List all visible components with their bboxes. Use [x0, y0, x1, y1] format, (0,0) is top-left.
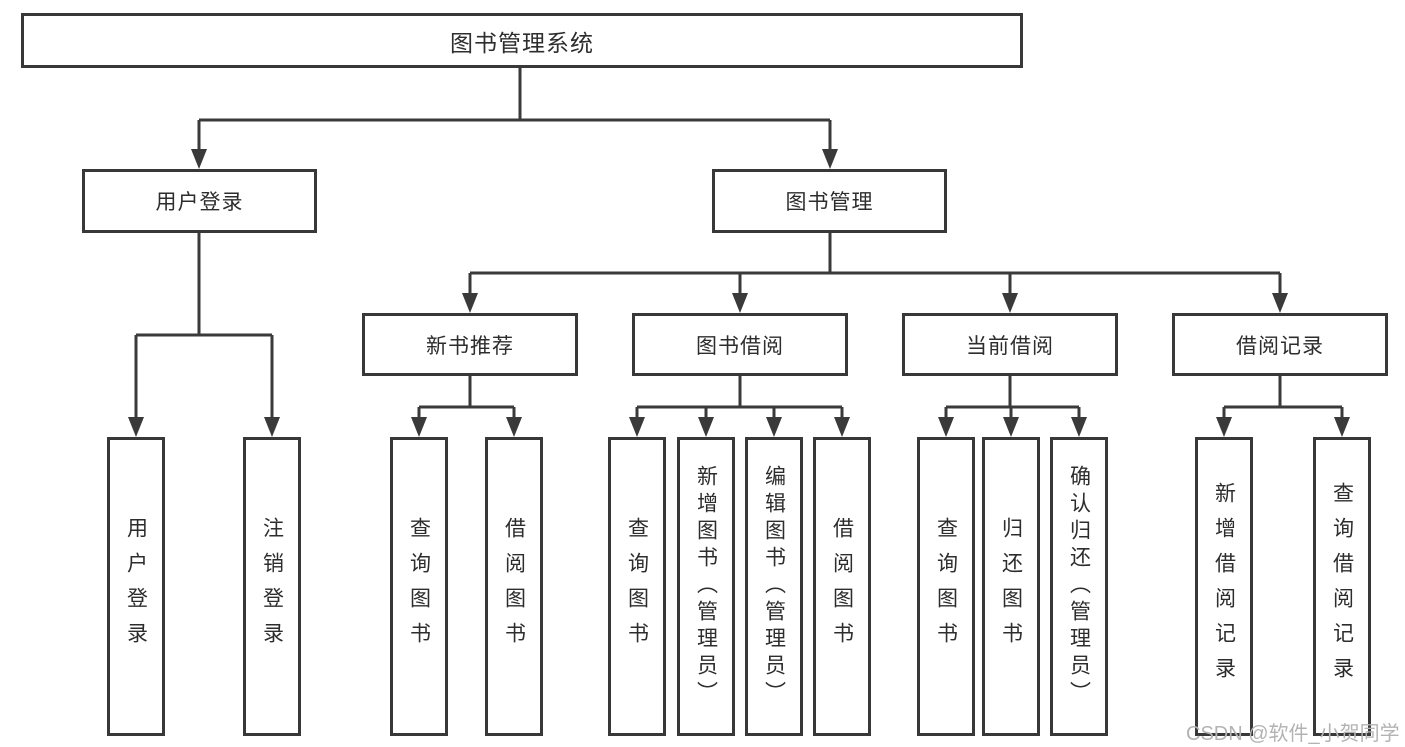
arrowhead [264, 417, 280, 437]
csdn-watermark: CSDN @软件_小贺同学 [1186, 723, 1400, 745]
connector-user-login-children [134, 233, 274, 418]
leaf-add-book-admin: 新增图书（管理员） [677, 437, 735, 736]
arrowhead [698, 417, 714, 437]
node-book-management: 图书管理 [712, 169, 947, 233]
node-label: 图书管理系统 [450, 29, 594, 56]
node-label: 借阅记录 [1236, 334, 1324, 358]
leaf-borrow-book-1: 借阅图书 [485, 437, 543, 736]
leaf-borrow-book-2: 借阅图书 [813, 437, 871, 736]
arrowhead [128, 417, 144, 437]
leaf-user-login: 用户登录 [107, 437, 165, 736]
arrowhead [938, 417, 954, 437]
arrowhead [834, 417, 850, 437]
arrowhead [506, 417, 522, 437]
connector-current-borrow-children [944, 375, 1081, 418]
arrowhead [766, 417, 782, 437]
node-new-book-recommend: 新书推荐 [362, 313, 578, 376]
leaf-label: 新增图书（管理员） [694, 465, 718, 708]
node-user-login: 用户登录 [82, 169, 317, 233]
arrowhead [1002, 293, 1018, 313]
node-label: 用户登录 [155, 191, 244, 214]
leaf-label: 借阅图书 [502, 516, 526, 657]
connector-borrow-records-children [1222, 375, 1344, 418]
node-label: 图书管理 [785, 191, 874, 214]
leaf-label: 新增借阅记录 [1212, 481, 1236, 692]
arrowhead [822, 149, 838, 169]
node-borrowing-records: 借阅记录 [1172, 313, 1388, 376]
connector-book-borrow-children [635, 375, 844, 418]
leaf-query-book-3: 查询图书 [917, 437, 975, 736]
leaf-label: 编辑图书（管理员） [762, 465, 786, 708]
arrowhead [732, 293, 748, 313]
leaf-label: 确认归还（管理员） [1067, 465, 1091, 708]
leaf-label: 用户登录 [124, 516, 148, 657]
connector-root-to-level2 [197, 68, 832, 150]
connector-new-book-children [417, 375, 516, 418]
node-current-borrowing: 当前借阅 [902, 313, 1118, 376]
leaf-query-book-2: 查询图书 [608, 437, 666, 736]
arrowhead [1003, 417, 1019, 437]
node-label: 当前借阅 [966, 334, 1054, 358]
arrowhead [462, 293, 478, 313]
node-library-system: 图书管理系统 [21, 13, 1023, 68]
leaf-label: 查询图书 [625, 516, 649, 657]
leaf-logout: 注销登录 [243, 437, 301, 736]
leaf-edit-book-admin: 编辑图书（管理员） [745, 437, 803, 736]
arrowhead [1071, 417, 1087, 437]
leaf-confirm-return-admin: 确认归还（管理员） [1050, 437, 1108, 736]
leaf-query-book-1: 查询图书 [390, 437, 448, 736]
node-label: 新书推荐 [426, 334, 514, 358]
leaf-add-borrow-record: 新增借阅记录 [1195, 437, 1253, 736]
arrowhead [1216, 417, 1232, 437]
leaf-label: 查询图书 [934, 516, 958, 657]
leaf-query-borrow-record: 查询借阅记录 [1313, 437, 1371, 736]
leaf-label: 借阅图书 [830, 516, 854, 657]
arrowhead [411, 417, 427, 437]
node-book-borrowing: 图书借阅 [632, 313, 848, 376]
leaf-label: 注销登录 [260, 516, 284, 657]
connector-book-mgmt-children [468, 233, 1282, 294]
leaf-label: 归还图书 [999, 516, 1023, 657]
leaf-label: 查询借阅记录 [1330, 481, 1354, 692]
arrowhead [629, 417, 645, 437]
arrowhead [1272, 293, 1288, 313]
leaf-return-book: 归还图书 [982, 437, 1040, 736]
arrowhead [1334, 417, 1350, 437]
leaf-label: 查询图书 [407, 516, 431, 657]
node-label: 图书借阅 [696, 334, 784, 358]
arrowhead [191, 149, 207, 169]
